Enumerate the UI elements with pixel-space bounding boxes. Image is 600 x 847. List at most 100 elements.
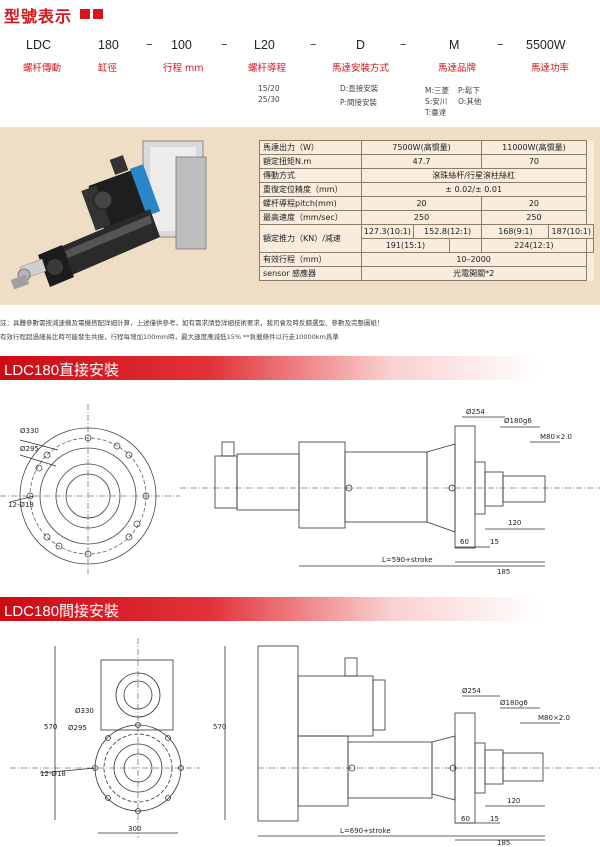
title-square-icon [93,9,103,19]
code-separator: – [497,37,504,52]
table-row: 馬達出力（W） 7500W(高慣量) 11000W(高慣量) [259,140,594,155]
brand-option: O:其他 [458,97,482,106]
note-text: 有效行程超過細長比時可能發生共振，行程每增加100mm時，最大速度應減低15% … [0,333,339,341]
lead-option: 25/30 [258,95,280,104]
spec-value: 152.8(12:1) [412,224,483,239]
drawing-indirect-mount: Ø330 Ø295 12-Ø18 570 570 300 Ø254 Ø180g6… [10,638,600,847]
dim-label: 185 [497,568,510,576]
dim-label: 60 [461,815,470,823]
drawing-direct-mount: Ø330 Ø295 12-Ø18 Ø254 Ø180g6 M80×2.0 120… [0,404,600,576]
dim-label: 120 [508,519,521,527]
note-text: 註：具體參數需按減速機及電機搭配詳細計算，上述僅供參考，如有需求請登詳細技術要求… [0,319,384,327]
code-separator: – [310,37,317,52]
section-header: LDC180間接安裝 [0,597,600,621]
brand-option: S:安川 [425,97,448,106]
dim-label: 570 [213,723,226,731]
spec-value: 187(10:1) [548,224,594,239]
spec-value: 70 [481,154,587,169]
spec-value: ± 0.02/± 0.01 [360,182,587,197]
table-row: 額定扭矩N.m 47.7 70 [259,154,594,169]
dim-label: Ø330 [75,707,94,715]
code-label: 馬達功率 [531,63,570,74]
spec-value: 224(12:1) [481,238,587,253]
mount-option: P:間接安裝 [340,98,378,107]
table-row: 重復定位精度（mm） ± 0.02/± 0.01 [259,182,594,197]
table-row: 螺杆導程pitch(mm) 20 20 [259,196,594,211]
spec-label: 有效行程（mm） [259,252,362,267]
spec-table: 馬達出力（W） 7500W(高慣量) 11000W(高慣量) 額定扭矩N.m 4… [259,140,595,281]
code-part: 180 [98,38,119,52]
dim-label: 570 [44,723,57,731]
code-label: 馬達品牌 [438,63,477,74]
title-square-icon [80,9,90,19]
page-title: 型號表示 [4,7,73,26]
table-row: 有效行程（mm） 10–2000 [259,252,594,267]
spec-label: 重復定位精度（mm） [259,182,362,197]
spec-band: 馬達出力（W） 7500W(高慣量) 11000W(高慣量) 額定扭矩N.m 4… [0,127,600,305]
dim-label: 12-Ø18 [8,501,34,509]
spec-label: 螺杆導程pitch(mm) [259,196,362,211]
code-part: 100 [171,38,192,52]
spec-value: 191(15:1) [360,238,451,253]
spec-value: 127.3(10:1) [360,224,414,239]
dim-label: 185 [497,839,510,847]
code-separator: – [221,37,228,52]
spec-label: 額定扭矩N.m [259,154,362,169]
code-part: LDC [26,38,52,52]
code-label: 缸徑 [98,63,118,74]
header: 型號表示 [0,0,600,30]
dim-label: Ø295 [68,724,87,732]
spec-label: 馬達出力（W） [259,140,362,155]
brand-option: P:鬆下 [458,86,481,95]
spec-value: 11000W(高慣量) [481,140,587,155]
dim-label: Ø180g6 [500,699,528,707]
actuator-product-photo [10,140,207,290]
dim-label: Ø254 [462,687,481,695]
spec-label: sensor 感應器 [259,266,362,281]
dim-label: Ø180g6 [504,417,532,425]
spec-value: 20 [481,196,587,211]
code-label: 螺杆導程 [248,63,287,74]
spec-value: 光電開關*2 [360,266,587,281]
dim-label: 15 [490,815,499,823]
dim-label: Ø330 [20,427,39,435]
dim-label: 120 [507,797,520,805]
code-separator: – [146,37,153,52]
dim-label: 300 [128,825,141,833]
spec-value: 滾珠絲杆/行星滾柱絲杠 [360,168,587,183]
spec-value: 20 [360,196,483,211]
table-row: 傳動方式 滾珠絲杆/行星滾柱絲杠 [259,168,594,183]
code-label: 螺杆傳動 [23,63,62,74]
dim-label: L=590+stroke [382,556,433,564]
spec-value: 168(9:1) [481,224,550,239]
spec-value: 10–2000 [360,252,587,267]
spec-label: 額定推力（KN）/減速 [259,224,362,253]
dim-label: M80×2.0 [538,714,570,722]
spec-value: 250 [481,210,587,225]
code-part: L20 [254,38,275,52]
dim-label: 15 [490,538,499,546]
section-title: LDC180間接安裝 [4,603,120,620]
brand-option: M:三菱 [425,86,449,95]
table-row: 191(15:1) 224(12:1) [260,238,595,253]
lead-option: 15/20 [258,84,280,93]
table-row: sensor 感應器 光電開關*2 [259,266,594,281]
code-part: D [356,38,366,52]
dim-label: Ø254 [466,408,485,416]
spec-value: 47.7 [360,154,483,169]
code-label: 行程 mm [163,63,204,74]
dim-label: M80×2.0 [540,433,572,441]
brand-option: T:臺達 [425,108,447,117]
dim-label: Ø295 [20,445,39,453]
code-label: 馬達安裝方式 [332,63,390,74]
spec-label: 傳動方式 [259,168,362,183]
section-title: LDC180直接安裝 [4,362,120,379]
section-header: LDC180直接安裝 [0,356,600,380]
dim-label: L=690+stroke [340,827,391,835]
dim-label: 12-Ø18 [40,770,66,778]
code-separator: – [400,37,407,52]
spec-label: 最高速度（mm/sec） [259,210,362,225]
dim-label: 60 [460,538,469,546]
mount-option: D:直接安裝 [340,84,379,93]
code-part: M [449,38,460,52]
